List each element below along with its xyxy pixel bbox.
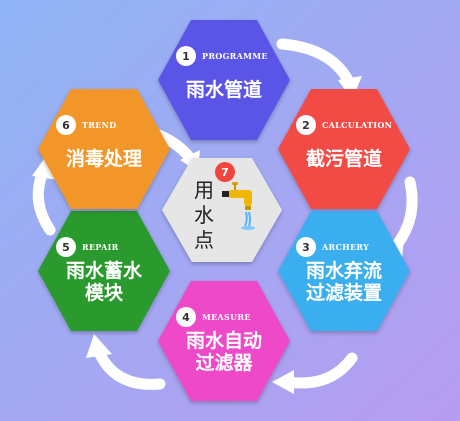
english-label-trend: TREND [82,120,116,130]
center-node: 7 用 水 点 [162,158,282,262]
center-label-line-3: 点 [194,228,214,252]
hex-node-trend: 6 TREND 消毒处理 [38,89,170,209]
number-badge-measure [176,307,196,327]
arrowhead-3-to-4 [272,370,294,394]
title-line-2-archery: 过滤装置 [306,281,382,304]
step-number-archery: 3 [302,241,310,254]
number-badge-archery [296,237,316,257]
arrowhead-4-to-5 [86,334,112,358]
title-line-1-trend: 消毒处理 [66,147,142,170]
english-label-archery: ARCHERY [321,242,369,252]
arrowhead-5-to-6 [32,156,58,180]
number-badge-calculation [296,115,316,135]
step-number-programme: 1 [182,50,190,63]
step-number-repair: 5 [62,241,70,254]
number-badge-trend [56,115,76,135]
center-number: 7 [221,166,229,179]
hex-node-calculation: 2 CALCULATION 截污管道 [278,89,410,209]
arrow-1-to-2 [276,38,354,86]
hex-nodes: 1 PROGRAMME 雨水管道 2 CALCULATION 截污管道 3 ARCHERY 雨水… [38,20,410,401]
title-line-2-repair: 模块 [85,281,124,304]
arrows [32,38,418,390]
hex-node-programme: 1 PROGRAMME 雨水管道 [158,20,290,140]
english-label-measure: MEASURE [202,312,251,322]
number-badge-programme [176,46,196,66]
title-line-1-archery: 雨水弃流 [306,259,382,282]
arrow-4-to-5 [92,344,166,390]
center-hexagon [162,158,282,262]
english-label-programme: PROGRAMME [202,51,268,61]
title-line-1-measure: 雨水自动 [186,329,262,352]
title-line-1-programme: 雨水管道 [186,78,262,101]
arrow-3-to-4 [282,352,358,389]
center-number-badge [215,162,235,182]
title-line-1-repair: 雨水蓄水 [66,259,143,282]
step-number-measure: 4 [182,311,190,324]
center-label-line-1: 用 [194,178,214,202]
english-label-calculation: CALCULATION [322,120,392,130]
title-line-2-measure: 过滤器 [195,352,253,374]
step-number-calculation: 2 [302,119,310,132]
number-badge-repair [56,237,76,257]
step-number-trend: 6 [62,119,70,132]
arrowhead-1-to-2 [338,76,362,100]
faucet-icon [222,182,255,230]
english-label-repair: REPAIR [82,242,119,252]
center-label-line-2: 水 [194,203,214,227]
title-line-1-calculation: 截污管道 [306,147,382,170]
